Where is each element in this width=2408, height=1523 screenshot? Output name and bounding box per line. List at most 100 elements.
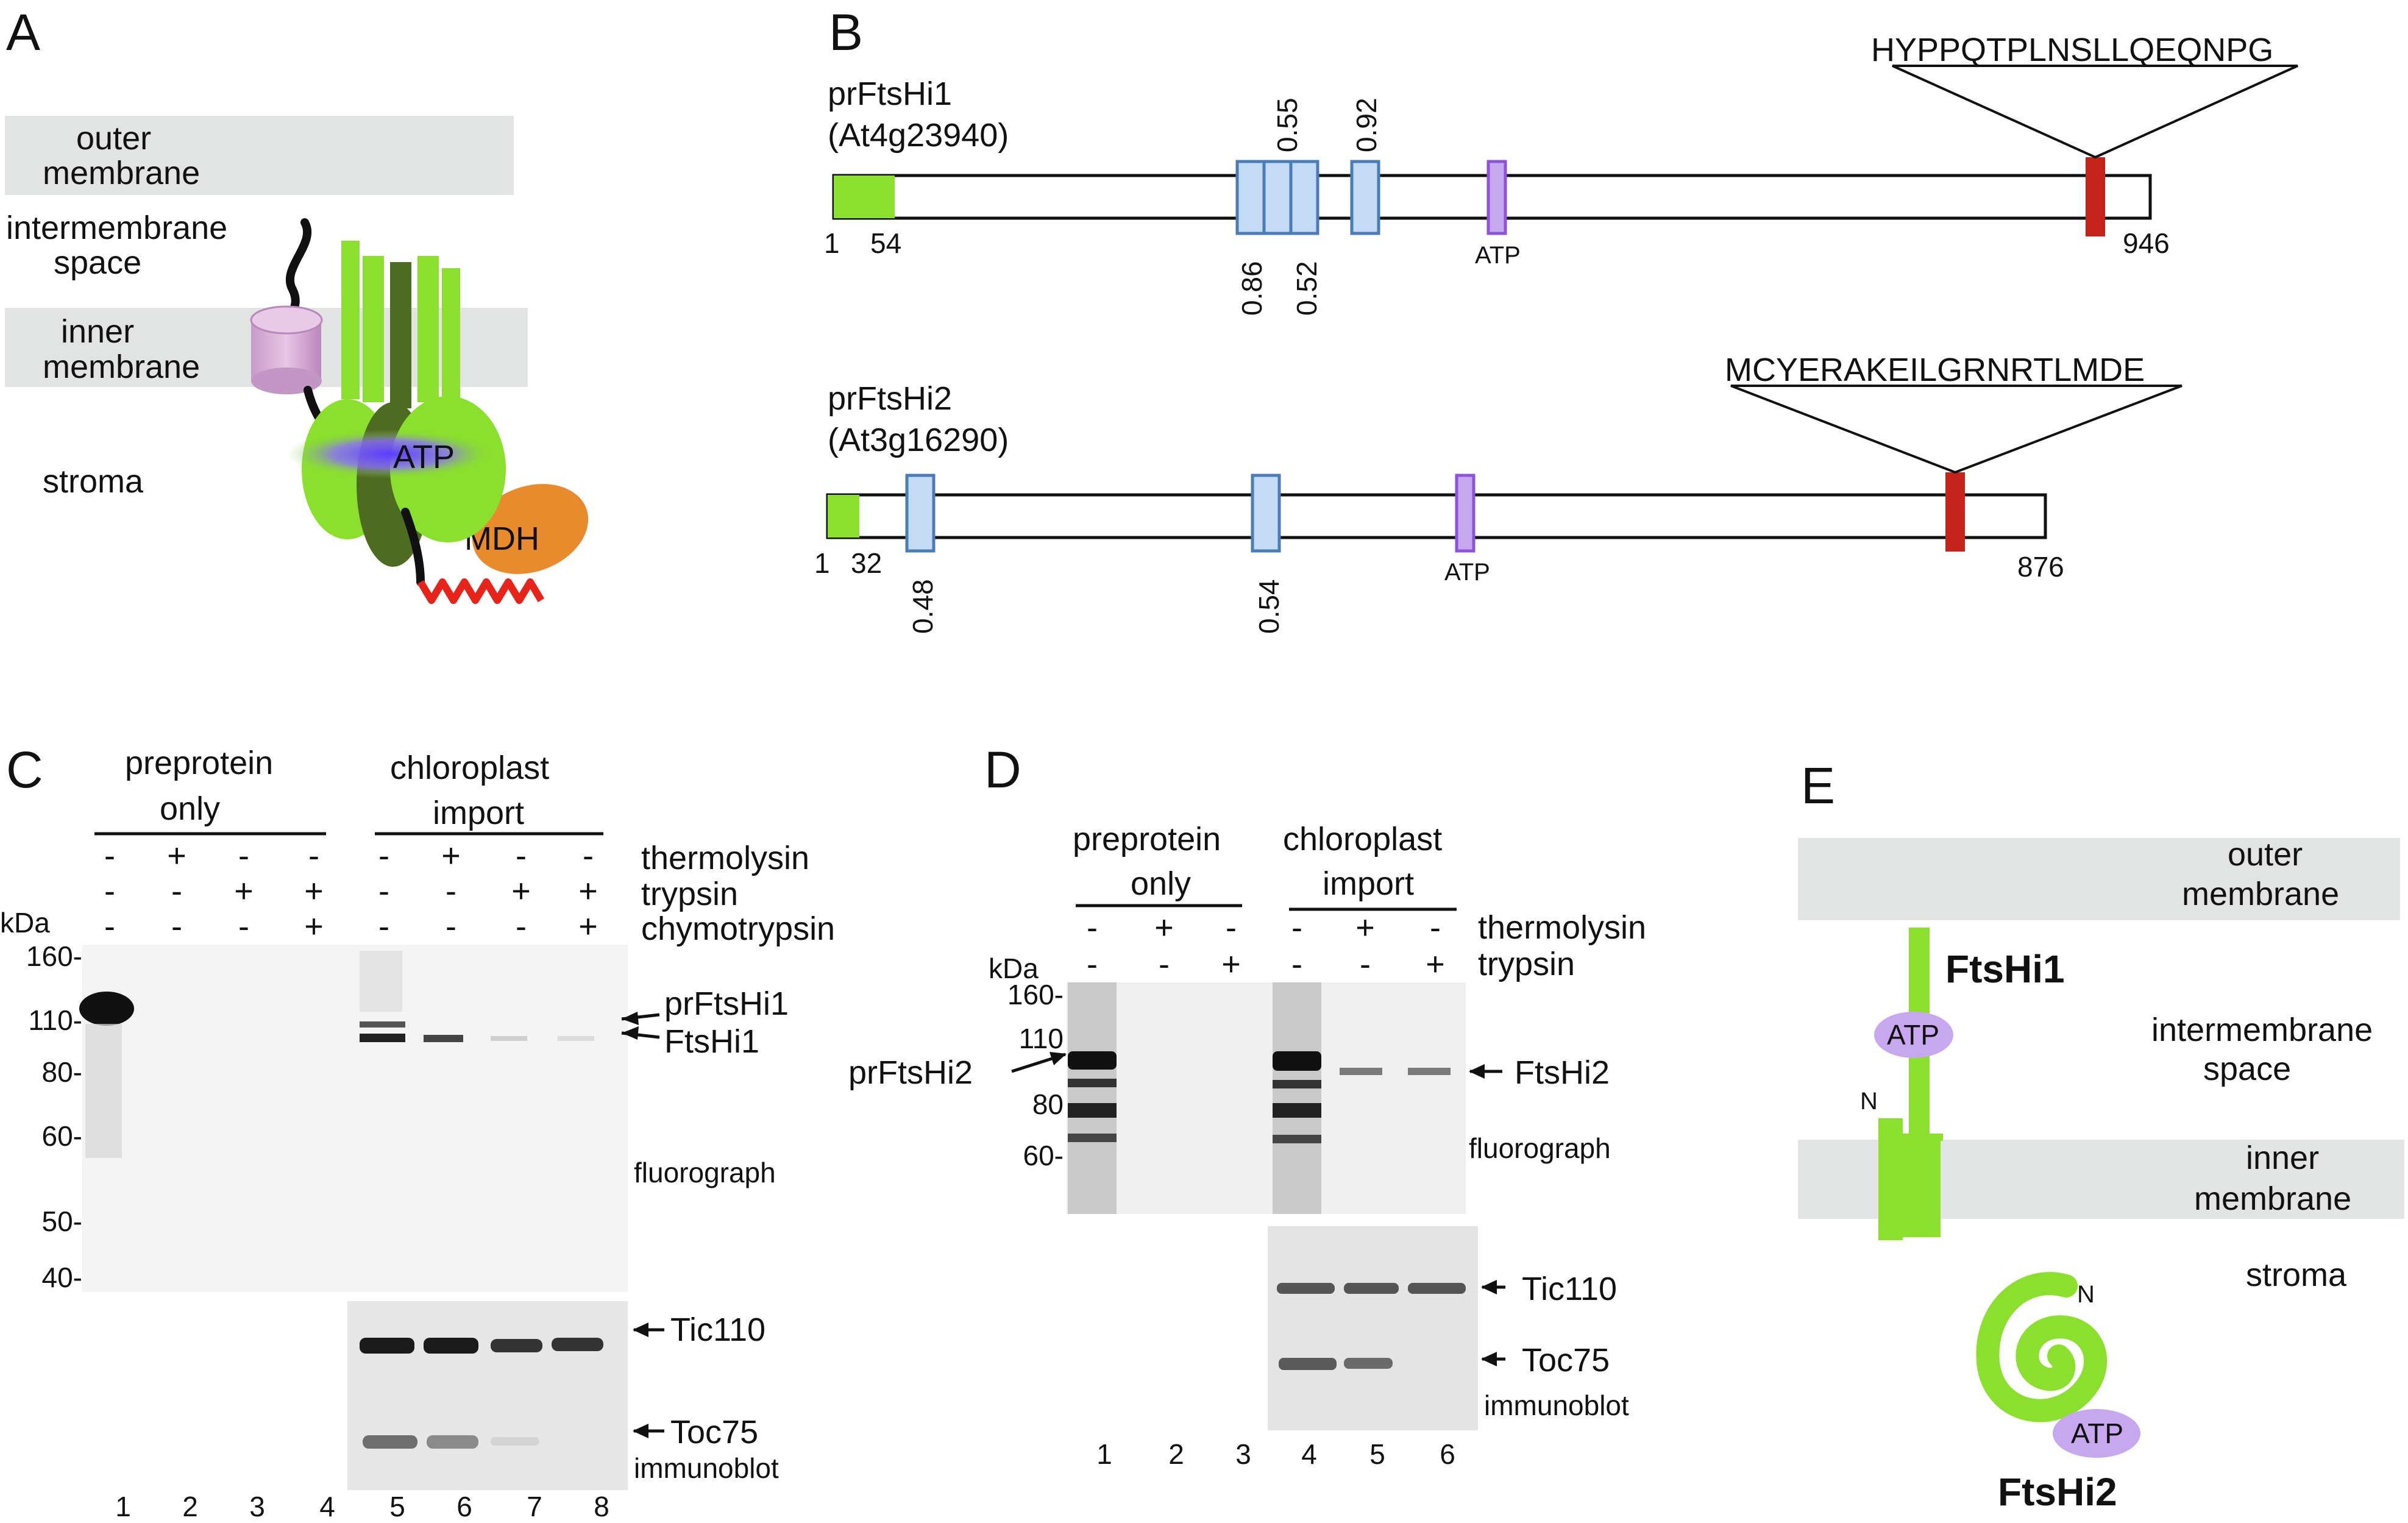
protein1-transit-peptide [834,176,895,218]
c-sign-r2-lane8: + [578,873,598,909]
d-immunoblot-label: immunoblot [1484,1390,1629,1421]
outer-membrane-band [5,116,514,195]
c-sign-r3-lane1: - [104,908,115,945]
d-marker-2: 80 [1032,1088,1064,1120]
inner-label-line1: inner [61,313,134,350]
e-intermembrane-line2: space [2203,1051,2291,1087]
protein2-end: 876 [2017,551,2064,583]
c-tic110-lane8 [552,1338,603,1351]
e-ftshi2-atp-label: ATP [2071,1418,2123,1449]
c-arrowhead-ftshi1 [622,1026,639,1040]
protein1-score-055: 0.55 [1271,98,1303,152]
e-outer-membrane [1798,838,2400,920]
c-sign-r1-lane7: - [516,837,527,874]
c-sign-r1-lane8: - [583,837,594,874]
protein2-locus: (At3g16290) [828,422,1009,458]
motor-atp-label: ATP [393,439,455,475]
protein2-tm1 [905,474,936,553]
motor-pillar-dark [390,262,411,408]
e-ftshi2-atp [2053,1409,2140,1458]
c-sign-r3-lane6: - [446,908,456,945]
d-marker-0: 160- [1007,979,1064,1010]
panel-a-letter: A [6,4,40,61]
protein2-score-048: 0.48 [907,579,939,634]
d-group2-line1: chloroplast [1283,821,1442,857]
protein2-atp-label: ATP [1444,559,1490,586]
d-band-lane1-c [1068,1134,1117,1142]
protein2-transit-end: 32 [851,547,882,579]
c-band-lane5-prftshi1 [360,1021,405,1028]
c-band-lane7-ftshi1 [491,1036,527,1041]
c-band-lane5-ftshi1 [360,1034,405,1042]
c-marker-1: 110- [28,1004,82,1036]
c-sign-r2-lane6: - [446,873,456,909]
e-stroma-label: stroma [2246,1257,2347,1293]
d-toc75-lane4 [1279,1358,1337,1370]
c-sign-r2-lane5: - [378,873,389,909]
protein2-tm2 [1251,474,1281,553]
c-sign-r1-lane2: + [167,837,186,874]
d-arrowhead-mature [1469,1064,1485,1079]
e-outer-line2: membrane [2182,876,2339,912]
protein2-insertion-callout [1730,385,2182,474]
panel-a: A outer membrane intermembrane space inn… [5,4,589,604]
protein1-locus: (At4g23940) [828,117,1009,154]
protein1-tm4 [1350,160,1380,235]
d-lane-1: 1 [1096,1438,1112,1470]
c-band-label-prftshi1: prFtsHi1 [664,985,789,1022]
d-kda-label: kDa [989,953,1039,984]
motor-pillar-3 [417,256,439,402]
c-sign-r3-lane7: - [516,908,527,945]
d-band-lane4-a [1273,1080,1321,1088]
outer-label-line2: membrane [43,155,200,191]
d-band-lane5-mature [1340,1068,1382,1075]
c-tic110-lane5 [360,1338,414,1354]
e-outer-line1: outer [2228,836,2303,873]
c-lane-5: 5 [389,1491,405,1522]
c-sign-r2-lane1: - [104,873,115,909]
c-lane-4: 4 [319,1491,335,1522]
d-lane4-smear [1273,982,1321,1214]
d-sign-r1-lane2: + [1154,909,1174,946]
c-fluorograph-blot [82,945,628,1292]
e-intermembrane-line1: intermembrane [2151,1012,2373,1048]
d-band-lane1-b [1068,1103,1117,1118]
protein1-start: 1 [824,227,840,259]
d-band-lane1-a [1068,1079,1117,1087]
c-sign-r3-lane2: - [171,908,182,945]
d-tic110-lane4 [1277,1283,1335,1294]
d-sign-r1-lane5: + [1355,909,1375,946]
e-ftshi1-n-label: N [1860,1088,1878,1115]
protein1-score-052: 0.52 [1291,261,1323,316]
outer-label-line1: outer [76,120,151,157]
c-sign-r1-lane1: - [104,837,115,874]
d-lane-2: 2 [1168,1438,1184,1470]
protein2-start: 1 [814,547,830,579]
c-toc75-lane7 [491,1437,539,1446]
c-marker-5: 40- [42,1262,82,1293]
c-treatment-signs: -+---+----++--++---+---+ [104,837,598,945]
protein2-bar [826,493,2047,539]
d-group1-line1: preprotein [1073,821,1221,857]
protein1-atp-domain [1486,160,1507,235]
protein2-insert-sequence: MCYERAKEILGRNRTLMDE [1725,352,2145,388]
d-sign-r1-lane6: - [1430,909,1441,946]
d-band-lane4-b [1273,1103,1321,1118]
d-label-toc75: Toc75 [1522,1342,1610,1379]
d-sign-r2-lane2: - [1159,946,1170,982]
c-group2-line2: import [433,795,524,831]
d-precursor-label: prFtsHi2 [848,1054,973,1091]
d-lane-6: 6 [1440,1438,1455,1470]
c-marker-3: 60- [42,1120,82,1152]
atp-glow [286,430,494,478]
d-immunoblot [1268,1226,1478,1430]
c-size-markers: 160-110-80-60-50-40- [26,940,82,1293]
c-sign-r2-lane7: + [511,873,531,909]
motor-pillar-2 [363,256,384,402]
c-sign-r1-lane4: - [308,837,319,874]
stroma-label: stroma [43,463,144,500]
protein2-transit-peptide [828,495,859,538]
c-marker-2: 80- [42,1056,82,1088]
